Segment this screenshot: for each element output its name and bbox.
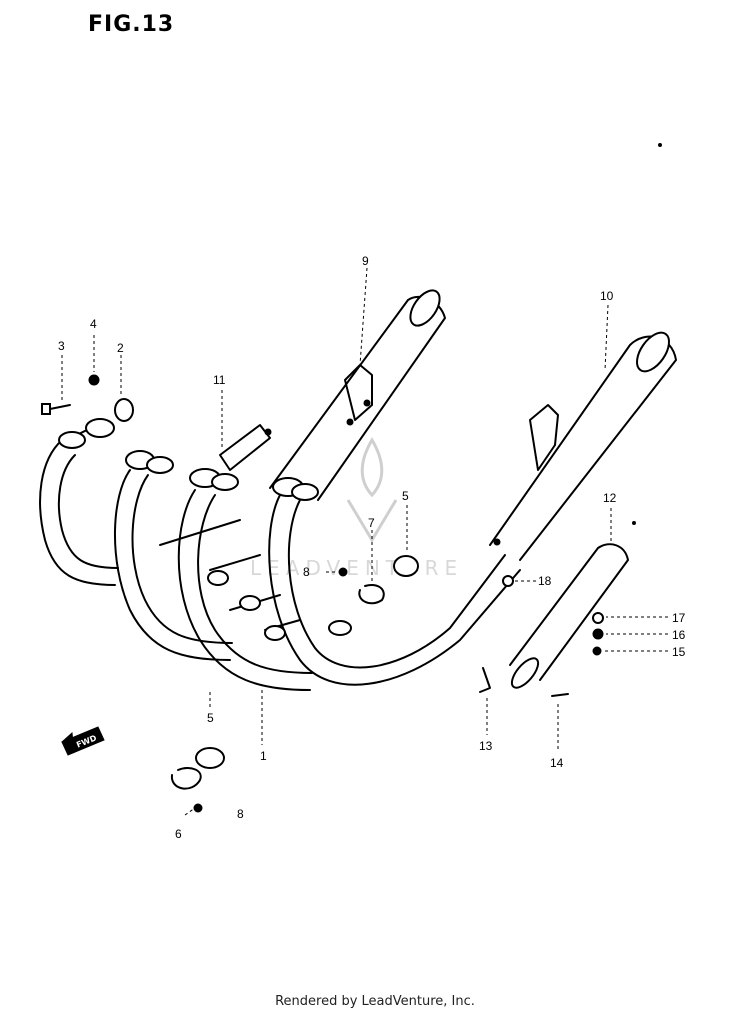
watermark-text: LEADVENTURE bbox=[250, 556, 463, 580]
leader-lines bbox=[61, 267, 668, 816]
callout-16: 16 bbox=[672, 628, 686, 642]
exhaust-pipe-1[interactable] bbox=[39, 418, 119, 586]
hardware-parts bbox=[41, 374, 604, 813]
callout-1: 1 bbox=[260, 749, 267, 763]
watermark-logo: LEADVENTURE bbox=[250, 437, 463, 580]
figure-title: FIG.13 bbox=[88, 12, 175, 37]
callout-7: 7 bbox=[368, 516, 375, 530]
muffler-10[interactable] bbox=[489, 327, 677, 561]
muffler-9[interactable] bbox=[269, 285, 446, 501]
exhaust-pipe-2[interactable] bbox=[113, 450, 233, 661]
callout-2: 2 bbox=[117, 341, 124, 355]
callout-10: 10 bbox=[600, 289, 614, 303]
callout-8-lower: 8 bbox=[237, 807, 244, 821]
callout-8: 8 bbox=[303, 565, 310, 579]
callout-9: 9 bbox=[362, 254, 369, 268]
bracket-11[interactable] bbox=[219, 424, 272, 471]
callout-labels: 1 2 3 4 5 5 6 7 8 8 9 10 11 12 13 14 15 … bbox=[58, 254, 686, 841]
callout-17: 17 bbox=[672, 611, 686, 625]
fwd-arrow-icon: FWD bbox=[61, 726, 105, 756]
exhaust-pipe-3[interactable] bbox=[177, 468, 313, 691]
callout-4: 4 bbox=[90, 317, 97, 331]
heat-shield-12[interactable] bbox=[507, 543, 629, 692]
exhaust-pipe-4[interactable] bbox=[268, 477, 521, 686]
footer-credit: Rendered by LeadVenture, Inc. bbox=[275, 994, 475, 1009]
callout-13: 13 bbox=[479, 739, 493, 753]
callout-5-lower: 5 bbox=[207, 711, 214, 725]
callout-12: 12 bbox=[603, 491, 617, 505]
callout-14: 14 bbox=[550, 756, 564, 770]
callout-11: 11 bbox=[213, 373, 226, 387]
speck bbox=[632, 521, 636, 525]
crossover-pipes bbox=[159, 519, 352, 641]
callout-3: 3 bbox=[58, 339, 65, 353]
callout-15: 15 bbox=[672, 645, 686, 659]
callout-5-upper: 5 bbox=[402, 489, 409, 503]
speck bbox=[658, 143, 662, 147]
callout-18: 18 bbox=[538, 574, 552, 588]
callout-6: 6 bbox=[175, 827, 182, 841]
